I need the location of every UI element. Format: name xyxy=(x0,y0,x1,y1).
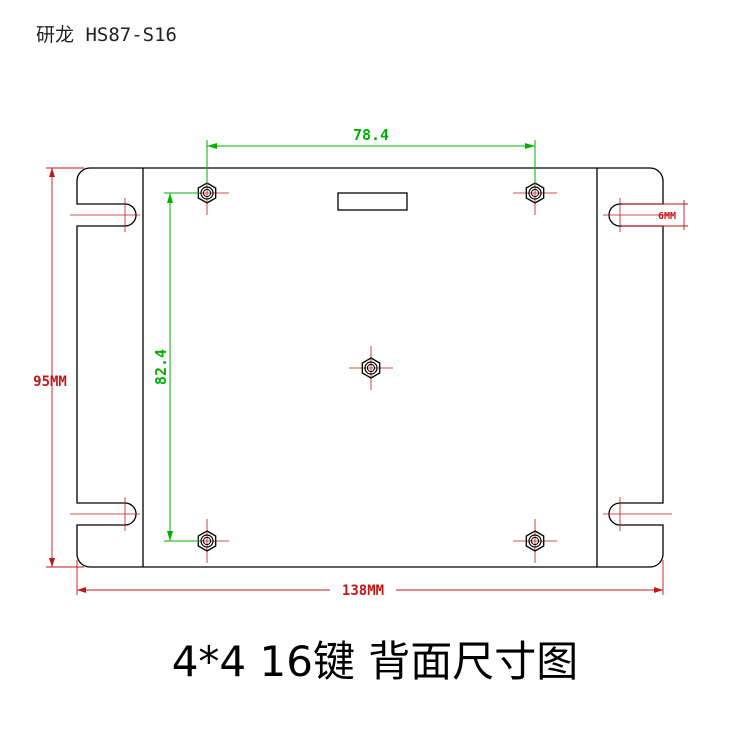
dim-mount-width xyxy=(206,140,536,185)
dim-mount-height xyxy=(164,192,200,542)
dim-slot-label: 6MM xyxy=(658,211,676,222)
dim-total-height xyxy=(46,167,84,568)
enclosure-outline xyxy=(76,167,664,568)
slot-center-marks xyxy=(70,198,672,531)
dim-total-height-label: 95MM xyxy=(33,374,67,390)
nut-hole-center xyxy=(349,346,393,390)
drawing-caption: 4*4 16键 背面尺寸图 xyxy=(171,637,579,686)
nut-hole-bottom-right xyxy=(513,519,557,563)
dim-total-width-label: 138MM xyxy=(342,583,384,599)
product-title: 研龙 HS87-S16 xyxy=(36,24,177,46)
dim-mount-height-label: 82.4 xyxy=(152,349,170,385)
label-window xyxy=(337,192,408,211)
nut-hole-top-left xyxy=(185,171,229,215)
nut-hole-top-right xyxy=(513,171,557,215)
dim-mount-width-label: 78.4 xyxy=(353,126,389,144)
dim-slot xyxy=(622,200,688,230)
